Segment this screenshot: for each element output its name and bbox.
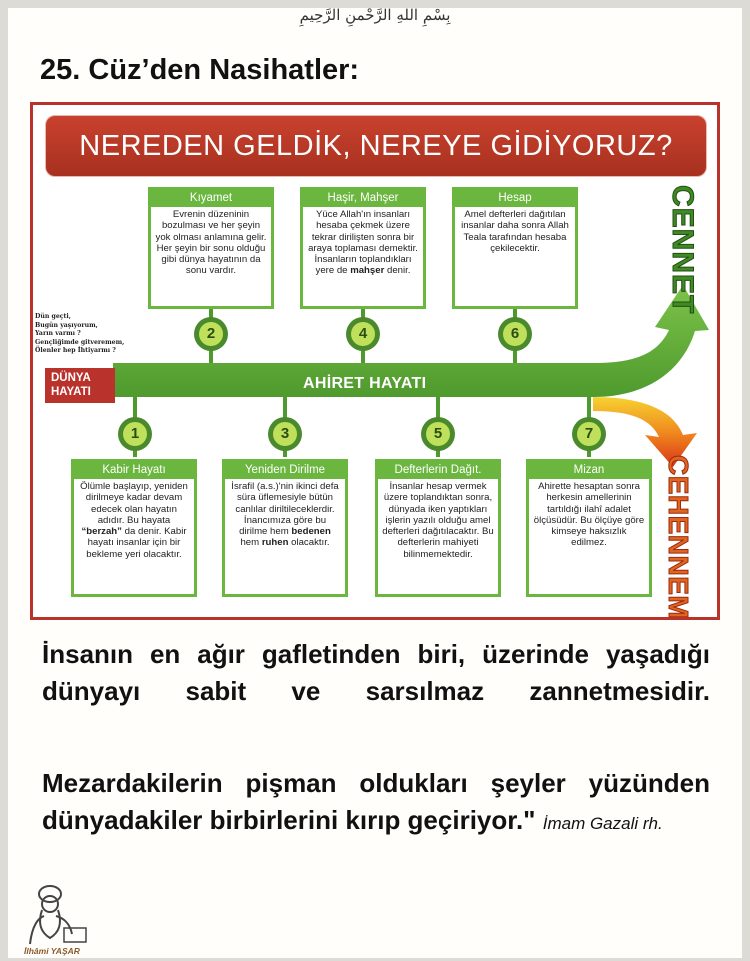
card-text: İsrafil (a.s.)'nin ikinci defa süra üfle… [231, 481, 339, 549]
card-text: İnsanlar hesap vermek üzere toplandıktan… [382, 481, 494, 560]
card-text: Ölümle başlayıp, yeniden dirilmeye kadar… [80, 481, 188, 560]
step-number: 3 [268, 417, 302, 451]
diagram-frame: CENNET CEHENNEM NEREDEN GELDİK, NEREYE G… [30, 102, 720, 620]
page-title: 25. Cüz’den Nasihatler: [40, 54, 360, 86]
quote-paragraph-1: İnsanın en ağır gafletinden biri, üzerin… [42, 639, 710, 706]
step-number: 5 [421, 417, 455, 451]
cehennem-arrow [593, 397, 697, 467]
author-name: İlhâmi YAŞAR [24, 946, 80, 956]
step-number: 4 [346, 317, 380, 351]
card-text: Evrenin düzeninin bozulması ve her şeyin… [155, 209, 267, 277]
card-title: Mizan [529, 462, 649, 479]
card-title: Hesap [455, 190, 575, 207]
quote-attribution: İmam Gazali rh. [542, 814, 663, 833]
card-kiyamet: Kıyamet Evrenin düzeninin bozulması ve h… [148, 187, 274, 309]
card-text: Amel defterleri dağıtılan insanlar daha … [461, 209, 569, 254]
author-portrait-icon [29, 885, 87, 945]
dunya-hayati-label: DÜNYA HAYATI [45, 368, 115, 403]
step-number: 7 [572, 417, 606, 451]
card-defterlerin-dagitilmasi: Defterlerin Dağıt. İnsanlar hesap vermek… [375, 459, 501, 597]
cehennem-label: CEHENNEM [663, 455, 694, 617]
quote-paragraph-2: Mezardakilerin pişman oldukları şeyler y… [42, 768, 710, 835]
card-text: Ahirette hesaptan sonra herkesin ameller… [533, 481, 645, 549]
card-title: Defterlerin Dağıt. [378, 462, 498, 479]
step-number: 1 [118, 417, 152, 451]
card-hesap: Hesap Amel defterleri dağıtılan insanlar… [452, 187, 578, 309]
card-hasir: Haşir, Mahşer Yüce Allah'ın insanları he… [300, 187, 426, 309]
title-banner: NEREDEN GELDİK, NEREYE GİDİYORUZ? [45, 115, 707, 177]
card-mizan: Mizan Ahirette hesaptan sonra herkesin a… [526, 459, 652, 597]
cennet-label: CENNET [666, 185, 699, 314]
card-yeniden-dirilme: Yeniden Dirilme İsrafil (a.s.)'nin ikinc… [222, 459, 348, 597]
ahiret-arrow [113, 285, 709, 397]
ahiret-hayati-label: AHİRET HAYATI [303, 375, 427, 392]
card-title: Kıyamet [151, 190, 271, 207]
bismillah-calligraphy: بِسْمِ اللهِ الرَّحْمنِ الرَّحِيمِ [299, 6, 451, 24]
poem-note: Dün geçti, Bugün yaşıyorum, Yarın varmı … [35, 313, 125, 354]
step-number: 6 [498, 317, 532, 351]
step-number: 2 [194, 317, 228, 351]
card-title: Yeniden Dirilme [225, 462, 345, 479]
card-title: Haşir, Mahşer [303, 190, 423, 207]
card-kabir-hayati: Kabir Hayatı Ölümle başlayıp, yeniden di… [71, 459, 197, 597]
card-title: Kabir Hayatı [74, 462, 194, 479]
card-text: Yüce Allah'ın insanları hesaba çekmek üz… [308, 209, 418, 277]
